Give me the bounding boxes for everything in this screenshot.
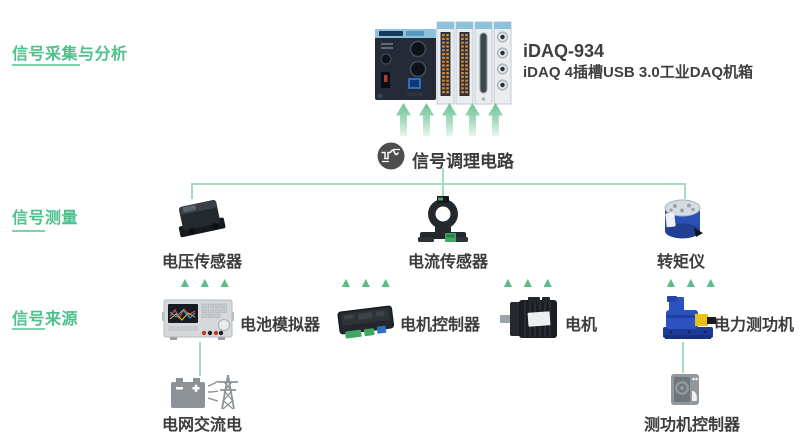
idaq-chassis-icon: [375, 21, 512, 105]
connector-line-battery-grid: [199, 342, 201, 376]
conditioning-label: 信号调理电路: [412, 152, 514, 171]
up-triangles-icon: ▲▲▲: [178, 274, 238, 290]
up-arrow-icon: [442, 103, 457, 136]
grid-ac-power-icon: [171, 374, 238, 410]
up-triangles-icon: ▲▲▲: [664, 274, 724, 290]
current-sensor-icon: [418, 196, 468, 242]
power-dynamometer-icon: [663, 296, 716, 339]
source-label-motor: 电机: [565, 317, 598, 334]
connector-line-bus: [191, 183, 686, 185]
up-triangles-icon: ▲▲▲: [501, 274, 561, 290]
connector-line-right-drop: [684, 184, 686, 199]
daq-title: iDAQ-934: [523, 41, 605, 61]
bottom-label-grid-ac: 电网交流电: [162, 417, 243, 434]
bottom-label-dyno-controller: 测功机控制器: [644, 417, 741, 434]
source-label-power-dynamometer: 电力测功机: [714, 317, 795, 334]
voltage-sensor-icon: [178, 200, 226, 238]
section-label-acquisition: 信号采集与分析: [12, 46, 128, 63]
torque-meter-icon: [664, 199, 703, 239]
section-underline-measurement: [12, 230, 45, 232]
section-underline-source: [12, 328, 45, 330]
up-arrow-icon: [396, 103, 411, 136]
dyno-controller-icon: [671, 374, 699, 405]
battery-simulator-icon: [162, 299, 234, 340]
connector-line-dyno-controller: [682, 342, 684, 373]
daq-subtitle: iDAQ 4插槽USB 3.0工业DAQ机箱: [523, 64, 754, 81]
connector-line-left-drop: [191, 184, 193, 199]
section-underline-acquisition: [12, 64, 80, 66]
motor-controller-icon: [337, 305, 395, 339]
section-label-source: 信号来源: [12, 311, 79, 328]
source-label-battery-simulator: 电池模拟器: [240, 317, 321, 334]
up-arrows-group: [396, 103, 503, 136]
section-label-measurement: 信号测量: [12, 210, 79, 227]
sensor-label-torque: 转矩仪: [657, 254, 706, 271]
up-arrow-icon: [488, 103, 503, 136]
sensor-label-current: 电流传感器: [408, 254, 489, 271]
up-arrow-icon: [465, 103, 480, 136]
motor-icon: [500, 297, 557, 338]
source-label-motor-controller: 电机控制器: [400, 317, 481, 334]
up-arrow-icon: [419, 103, 434, 136]
up-triangles-icon: ▲▲▲: [339, 274, 399, 290]
signal-waveform-circle-icon: [377, 142, 405, 170]
sensor-label-voltage: 电压传感器: [162, 254, 243, 271]
